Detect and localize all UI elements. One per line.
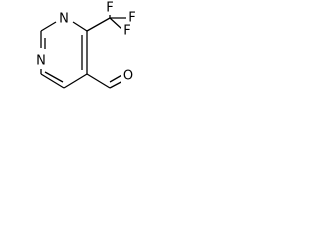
bond-n3-c4 (72, 21, 88, 32)
bond-c6-n1 (40, 73, 65, 89)
structure-canvas: N N F F F O (0, 0, 154, 134)
bond-cf3-f-bottom (109, 17, 123, 30)
label-bg-n-top (57, 11, 71, 27)
atom-label-f-top: F (106, 1, 113, 16)
label-bg-f-right (126, 11, 138, 25)
atom-label-f-bottom: F (123, 24, 130, 39)
label-bg-n-left (34, 53, 48, 69)
label-bg-f-bottom (121, 24, 133, 38)
label-bg-f-top (104, 1, 116, 15)
label-bg-o-aldehyde (121, 68, 135, 84)
atom-label-n-top: N (59, 12, 69, 27)
atom-label-n-left: N (36, 54, 46, 69)
bond-c5-c6 (63, 73, 88, 89)
atom-label-f-right: F (128, 11, 135, 26)
atom-label-o-aldehyde: O (123, 69, 133, 84)
bond-c4-cf3 (86, 17, 111, 32)
bond-c6-n1-inner (44, 71, 64, 83)
pyrimidine-carbaldehyde-structure: N N F F F O (34, 1, 138, 89)
bond-c2-n3 (40, 21, 57, 32)
bond-c5-cho (86, 73, 111, 89)
